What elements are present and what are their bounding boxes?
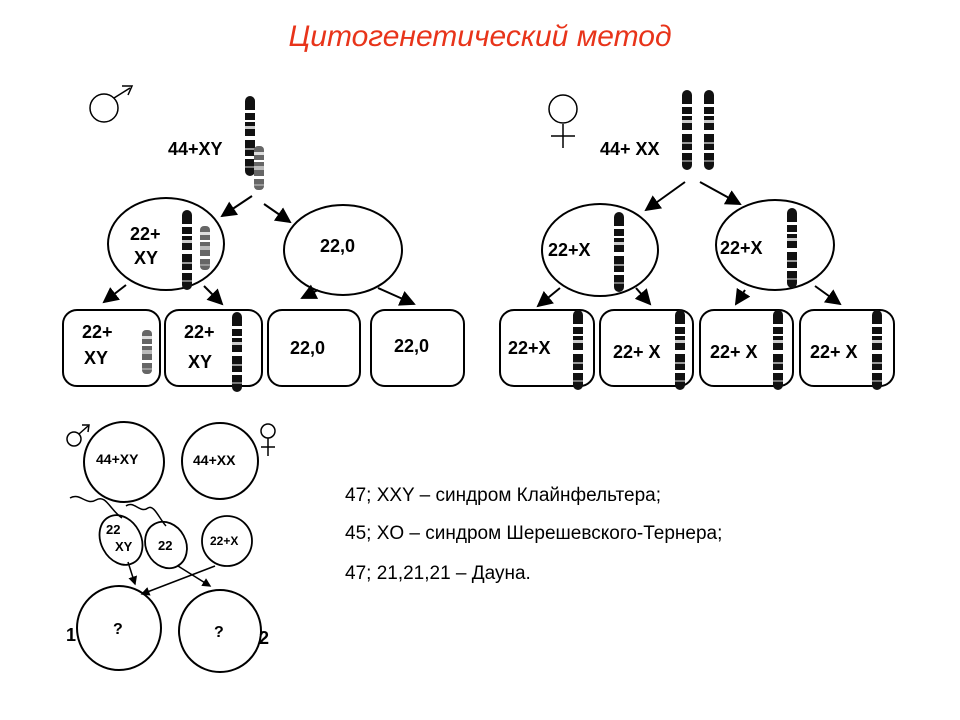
chromosome-icon [675,310,685,390]
female-parent-cell [181,422,259,500]
male-gamete-2-label-b: XY [188,352,212,372]
male-symbol-icon [89,85,134,123]
fert-male-label: 44+XY [96,451,139,467]
sperm-tail-1 [69,495,123,519]
arrow [102,284,127,304]
arrow [140,565,216,596]
male-gamete-3 [267,309,361,387]
zygote-1-label: ? [113,621,123,638]
female-gamete-2-label: 22+ X [613,342,661,362]
female-gamete-1-label: 22+X [508,338,551,358]
chromosome-icon [682,90,714,170]
female-symbol-icon [548,94,578,148]
male-gamete-4 [370,309,465,387]
sperm-1-label-b: XY [115,539,133,554]
sperm-1-label-a: 22 [106,522,120,537]
female-gamete-4-label: 22+ X [810,342,858,362]
female-cell-2 [715,199,835,291]
arrow [300,284,319,299]
male-gamete-1 [62,309,161,387]
syndrome-line-3: 47; 21,21,21 – Дауна. [345,563,531,584]
arrow [536,287,561,308]
arrow [734,287,751,306]
male-cell-1-label-a: 22+ [130,224,161,244]
female-gamete-4 [799,309,895,387]
chromosome-icon [142,330,152,374]
chromosome-icon [787,208,797,288]
female-gamete-3 [699,309,794,387]
arrow [377,287,416,306]
male-cell-2 [283,204,403,296]
female-cell-1 [541,203,659,297]
female-gamete-1 [499,309,595,387]
page-title: Цитогенетический метод [288,20,672,53]
zygote-1-number: 1 [66,625,76,645]
male-parent-cell [83,421,165,503]
male-gamete-3-label: 22,0 [290,338,325,358]
male-cell-1 [107,197,225,291]
zygote-1 [76,585,162,671]
chromosome-icon [232,312,242,392]
female-cell-2-label: 22+X [720,238,763,258]
sperm-2-label: 22 [158,538,172,553]
male-cell-2-label: 22,0 [320,236,355,256]
male-gamete-1-label-a: 22+ [82,322,113,342]
chromosome-icon [773,310,783,390]
arrow [220,195,253,218]
arrow [634,287,652,306]
zygote-2-label: ? [214,624,224,641]
female-gamete-3-label: 22+ X [710,342,758,362]
chromosome-icon [573,310,583,390]
female-parent-label: 44+ XX [600,139,660,159]
male-gamete-2-label-a: 22+ [184,322,215,342]
arrow [644,181,686,212]
male-cell-1-label-b: XY [134,248,158,268]
arrow [127,561,138,586]
arrow [177,565,212,587]
zygote-2 [178,589,262,673]
female-symbol-icon [260,423,276,456]
egg-cell [201,515,253,567]
male-symbol-icon [66,424,90,447]
syndrome-line-1: 47; XXY – синдром Клайнфельтера; [345,485,662,506]
syndrome-line-2: 45; XO – синдром Шерешевского-Тернера; [345,523,723,544]
arrow [699,181,742,205]
zygote-2-number: 2 [259,628,269,648]
egg-label: 22+X [210,534,238,548]
sperm-tail-2 [125,503,167,527]
male-gamete-4-label: 22,0 [394,336,429,356]
male-parent-label: 44+XY [168,139,223,159]
sperm-1 [98,514,144,566]
female-cell-1-label: 22+X [548,240,591,260]
arrow [814,285,842,306]
chromosome-icon [245,96,264,190]
chromosome-icon [872,310,882,390]
sperm-2 [144,520,188,570]
arrow [263,203,292,224]
female-gamete-2 [599,309,694,387]
chromosome-icon [614,212,624,292]
arrow [203,285,224,306]
male-gamete-1-label-b: XY [84,348,108,368]
male-gamete-2 [164,309,263,387]
fert-female-label: 44+XX [193,452,236,468]
